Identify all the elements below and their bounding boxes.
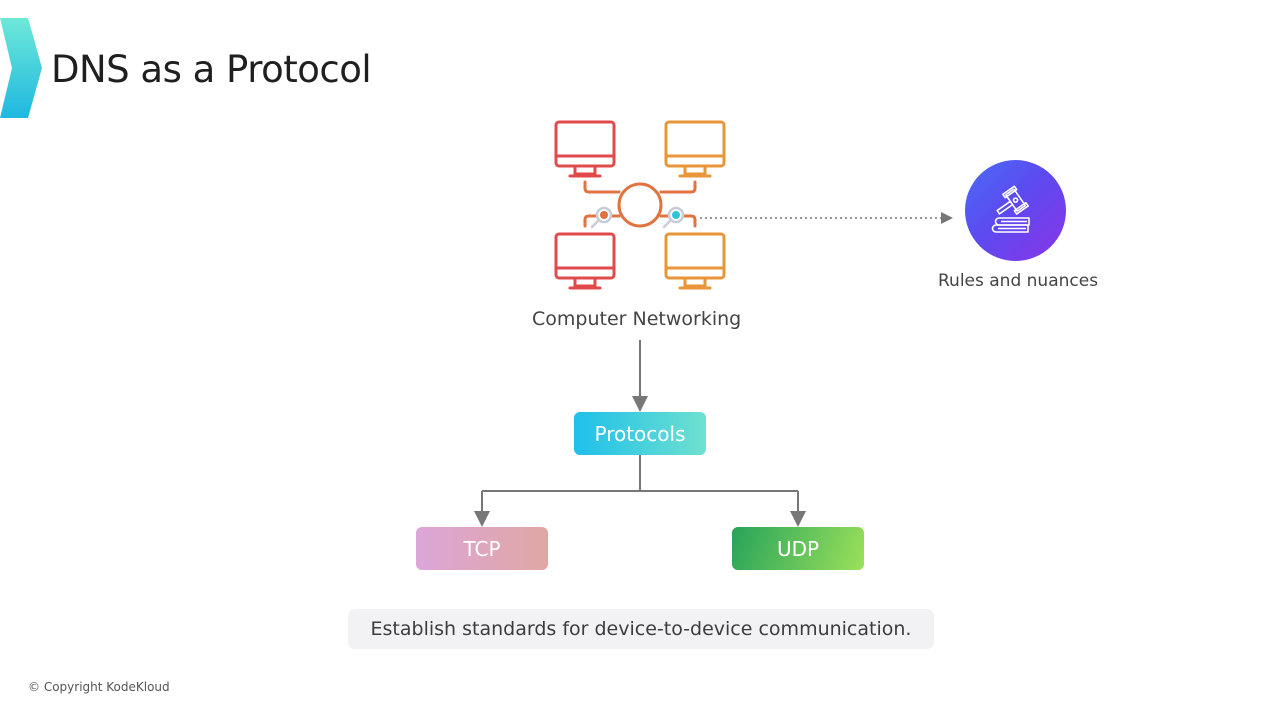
rules-label: Rules and nuances [938, 271, 1099, 291]
logo-chevron-icon [0, 18, 42, 118]
slide-title: DNS as a Protocol [51, 48, 372, 91]
caption-box: Establish standards for device-to-device… [348, 609, 934, 649]
protocols-node: Protocols [574, 412, 706, 455]
rules-node [965, 160, 1066, 261]
computer-network-icon [554, 120, 726, 290]
udp-node: UDP [732, 527, 864, 570]
copyright-text: © Copyright KodeKloud [28, 680, 170, 694]
computer-networking-label: Computer Networking [532, 308, 742, 330]
caption-text: Establish standards for device-to-device… [370, 618, 912, 640]
gavel-books-icon [991, 185, 1030, 233]
tcp-node: TCP [416, 527, 548, 570]
